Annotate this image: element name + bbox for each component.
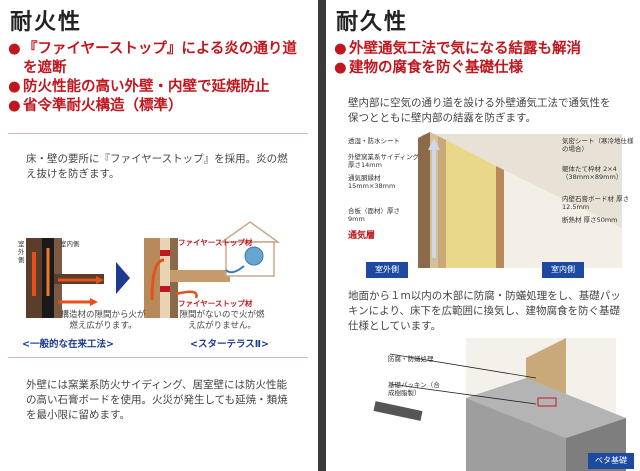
fire-bullets: ● 『ファイヤーストップ』による炎の通り道を遮断 ● 防火性能の高い外壁・内壁で…	[8, 40, 310, 116]
wall-label-4: 合板（面材）厚さ9mm	[348, 207, 400, 223]
conventional-caption: 構造材の隙間から火が燃え広がります。	[60, 310, 146, 331]
fire-resistance-panel: 耐火性 ● 『ファイヤーストップ』による炎の通り道を遮断 ● 防火性能の高い外壁…	[0, 0, 318, 471]
durability-intro-text: 壁内部に空気の通り道を設ける外壁通気工法で通気性を保つとともに壁内部の結露を防ぎ…	[348, 97, 611, 124]
foundation-diagram	[373, 338, 626, 471]
foundation-label-1: 防腐・防蟻処理	[388, 355, 434, 363]
zoom-circle-icon	[244, 246, 264, 266]
insulation-layer	[446, 140, 496, 268]
durability-title: 耐久性	[336, 10, 409, 35]
gypsum-layer	[504, 170, 622, 268]
improved-name: <スターテラスⅡ>	[190, 339, 269, 350]
wall-label-7: 内壁石膏ボード材 厚さ12.5mm	[562, 195, 630, 211]
base-packing	[373, 401, 423, 421]
durability-panel: 耐久性 ● 外壁通気工法で気になる結露も解消 ● 建物の腐食を防ぐ基礎仕様 壁内…	[326, 0, 640, 471]
durability-bullet-2: ● 建物の腐食を防ぐ基礎仕様	[334, 60, 523, 76]
siding-layer	[418, 132, 430, 268]
highlight-box	[537, 397, 557, 407]
divider	[8, 133, 308, 134]
firestop-tag-1: ファイヤーストップ材	[178, 238, 253, 247]
arrowhead-icon	[428, 138, 440, 150]
callout-arrow-icon	[225, 265, 245, 274]
wall-label-2: 外壁窯業系サイディング厚さ14mm	[348, 153, 420, 169]
plywood-layer	[438, 136, 446, 268]
improved-caption: 隙間がないので火が燃え広がりません。	[179, 310, 265, 331]
leader-line	[389, 383, 537, 405]
wall-label-3: 通気胴縁材 15mm×38mm	[348, 174, 396, 190]
firestop-diagram	[26, 221, 281, 318]
wall-label-8: 断熱材 厚さ50mm	[562, 216, 618, 224]
inside-label-v: 室内側	[60, 240, 80, 248]
fire-bullet-1: ● 『ファイヤーストップ』による炎の通り道を遮断	[8, 41, 297, 76]
improved-wall-gap	[160, 238, 170, 318]
mat-foundation-button: ベタ基礎	[588, 453, 634, 469]
fire-arrow-blocked-icon	[150, 258, 165, 301]
foundation-top	[466, 378, 626, 438]
airflow-label: 通気層	[348, 231, 376, 241]
durability-bullet-1: ● 外壁通気工法で気になる結露も解消	[334, 41, 581, 57]
firestop-block	[160, 286, 170, 292]
wall-section-diagram	[418, 132, 622, 268]
outside-label-v: 室外側	[18, 240, 25, 264]
stud-layer	[496, 166, 504, 268]
foundation-text: 地面から１m以内の木部に防腐・防蟻処理をし、基礎パッキンにより、床下を広範囲に換…	[348, 290, 621, 332]
outside-side-button: 室外側	[366, 262, 408, 278]
fire-bullet-3: ● 省令準耐火構造（標準）	[8, 98, 183, 114]
leader-line	[389, 353, 537, 379]
inside-side-button: 室内側	[542, 262, 584, 278]
foundation-side	[466, 398, 566, 471]
improved-floor	[170, 270, 230, 282]
divider	[8, 357, 308, 358]
arrowhead-icon	[96, 276, 104, 284]
fire-arrow-blocked-icon	[175, 290, 198, 299]
fire-intro-text: 床・壁の要所に『ファイヤーストップ』を採用。炎の燃え抜けを防ぎます。	[26, 153, 288, 180]
fire-bullet-2: ● 防火性能の高い外壁・内壁で延焼防止	[8, 79, 270, 95]
conventional-name: <一般的な在来工法>	[22, 339, 114, 350]
wall-label-5: 気密シート（寒冷地仕様の場合）	[562, 137, 634, 153]
wall-label-1: 透湿・防水シート	[348, 137, 400, 145]
firestop-block	[160, 250, 170, 256]
fire-footer-text: 外壁には窯業系防火サイディング、居室壁には防火性能の高い石膏ボードを使用。火災が…	[26, 379, 288, 421]
fire-resistance-title: 耐火性	[10, 10, 83, 35]
chevron-right-icon	[116, 262, 130, 294]
arrowhead-icon	[90, 298, 98, 306]
durability-bullets: ● 外壁通気工法で気になる結露も解消 ● 建物の腐食を防ぐ基礎仕様	[334, 40, 634, 78]
foundation-label-2: 基礎パッキン（合成樹脂製）	[388, 381, 440, 397]
firestop-tag-2: ファイヤーストップ材	[178, 299, 253, 308]
wall-label-6: 躯体たて枠材 2×4（38mm×89mm）	[562, 165, 623, 181]
